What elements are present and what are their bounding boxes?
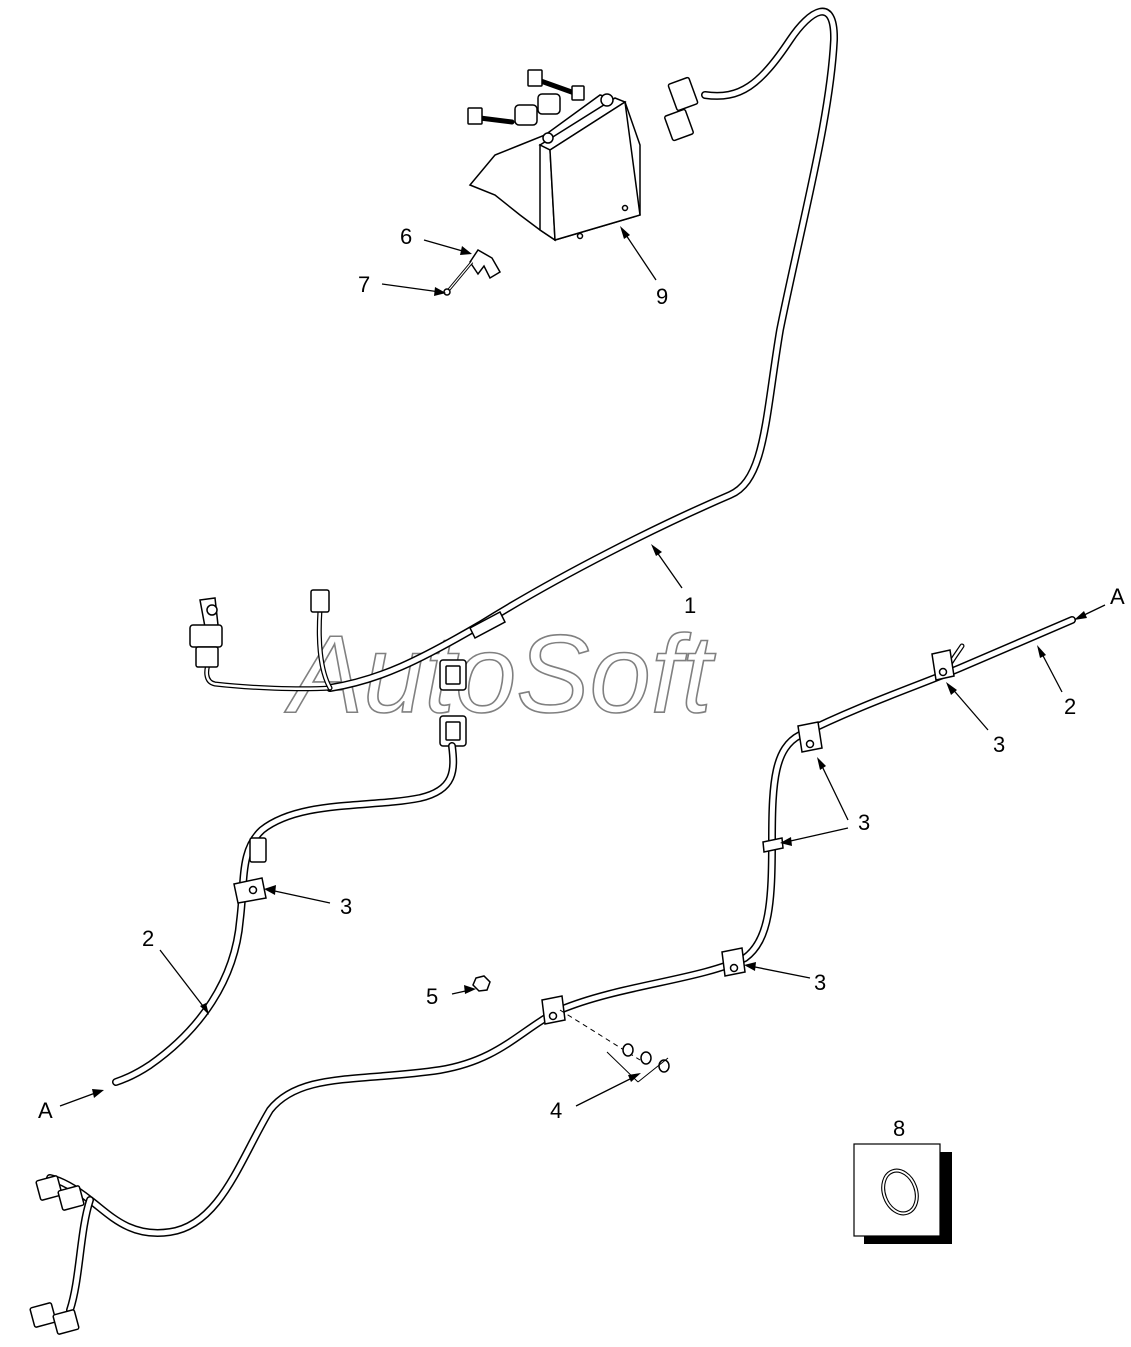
callout-A-right: A: [1110, 584, 1125, 609]
callout-3-e: 3: [340, 894, 352, 919]
watermark-text: AutoSoft: [284, 613, 716, 736]
callouts: 1 2 2 3 3 3 3 3 4 5 6 7 8 9 A A: [38, 224, 1125, 1141]
harness-1: [189, 7, 839, 692]
harness-2-right: [29, 616, 1076, 1335]
sensor-assembly: [189, 597, 223, 668]
callout-3-d: 3: [814, 970, 826, 995]
harness-2-left: [112, 742, 458, 1086]
callout-9: 9: [656, 284, 668, 309]
callout-A-left: A: [38, 1098, 53, 1123]
control-box: [467, 69, 641, 242]
callout-6: 6: [400, 224, 412, 249]
callout-3-c: 3: [858, 810, 870, 835]
callout-1: 1: [684, 593, 696, 618]
mid-connectors: [439, 659, 467, 747]
callout-8: 8: [893, 1116, 905, 1141]
callout-5: 5: [426, 984, 438, 1009]
callout-4: 4: [550, 1098, 562, 1123]
leader-lines: [59, 226, 1106, 1107]
item-8-box: [853, 1143, 952, 1244]
bracket-and-bolt: [443, 249, 502, 296]
callout-3-a: 3: [993, 732, 1005, 757]
callout-2-left: 2: [142, 926, 154, 951]
callout-7: 7: [358, 272, 370, 297]
callout-2-right: 2: [1064, 694, 1076, 719]
